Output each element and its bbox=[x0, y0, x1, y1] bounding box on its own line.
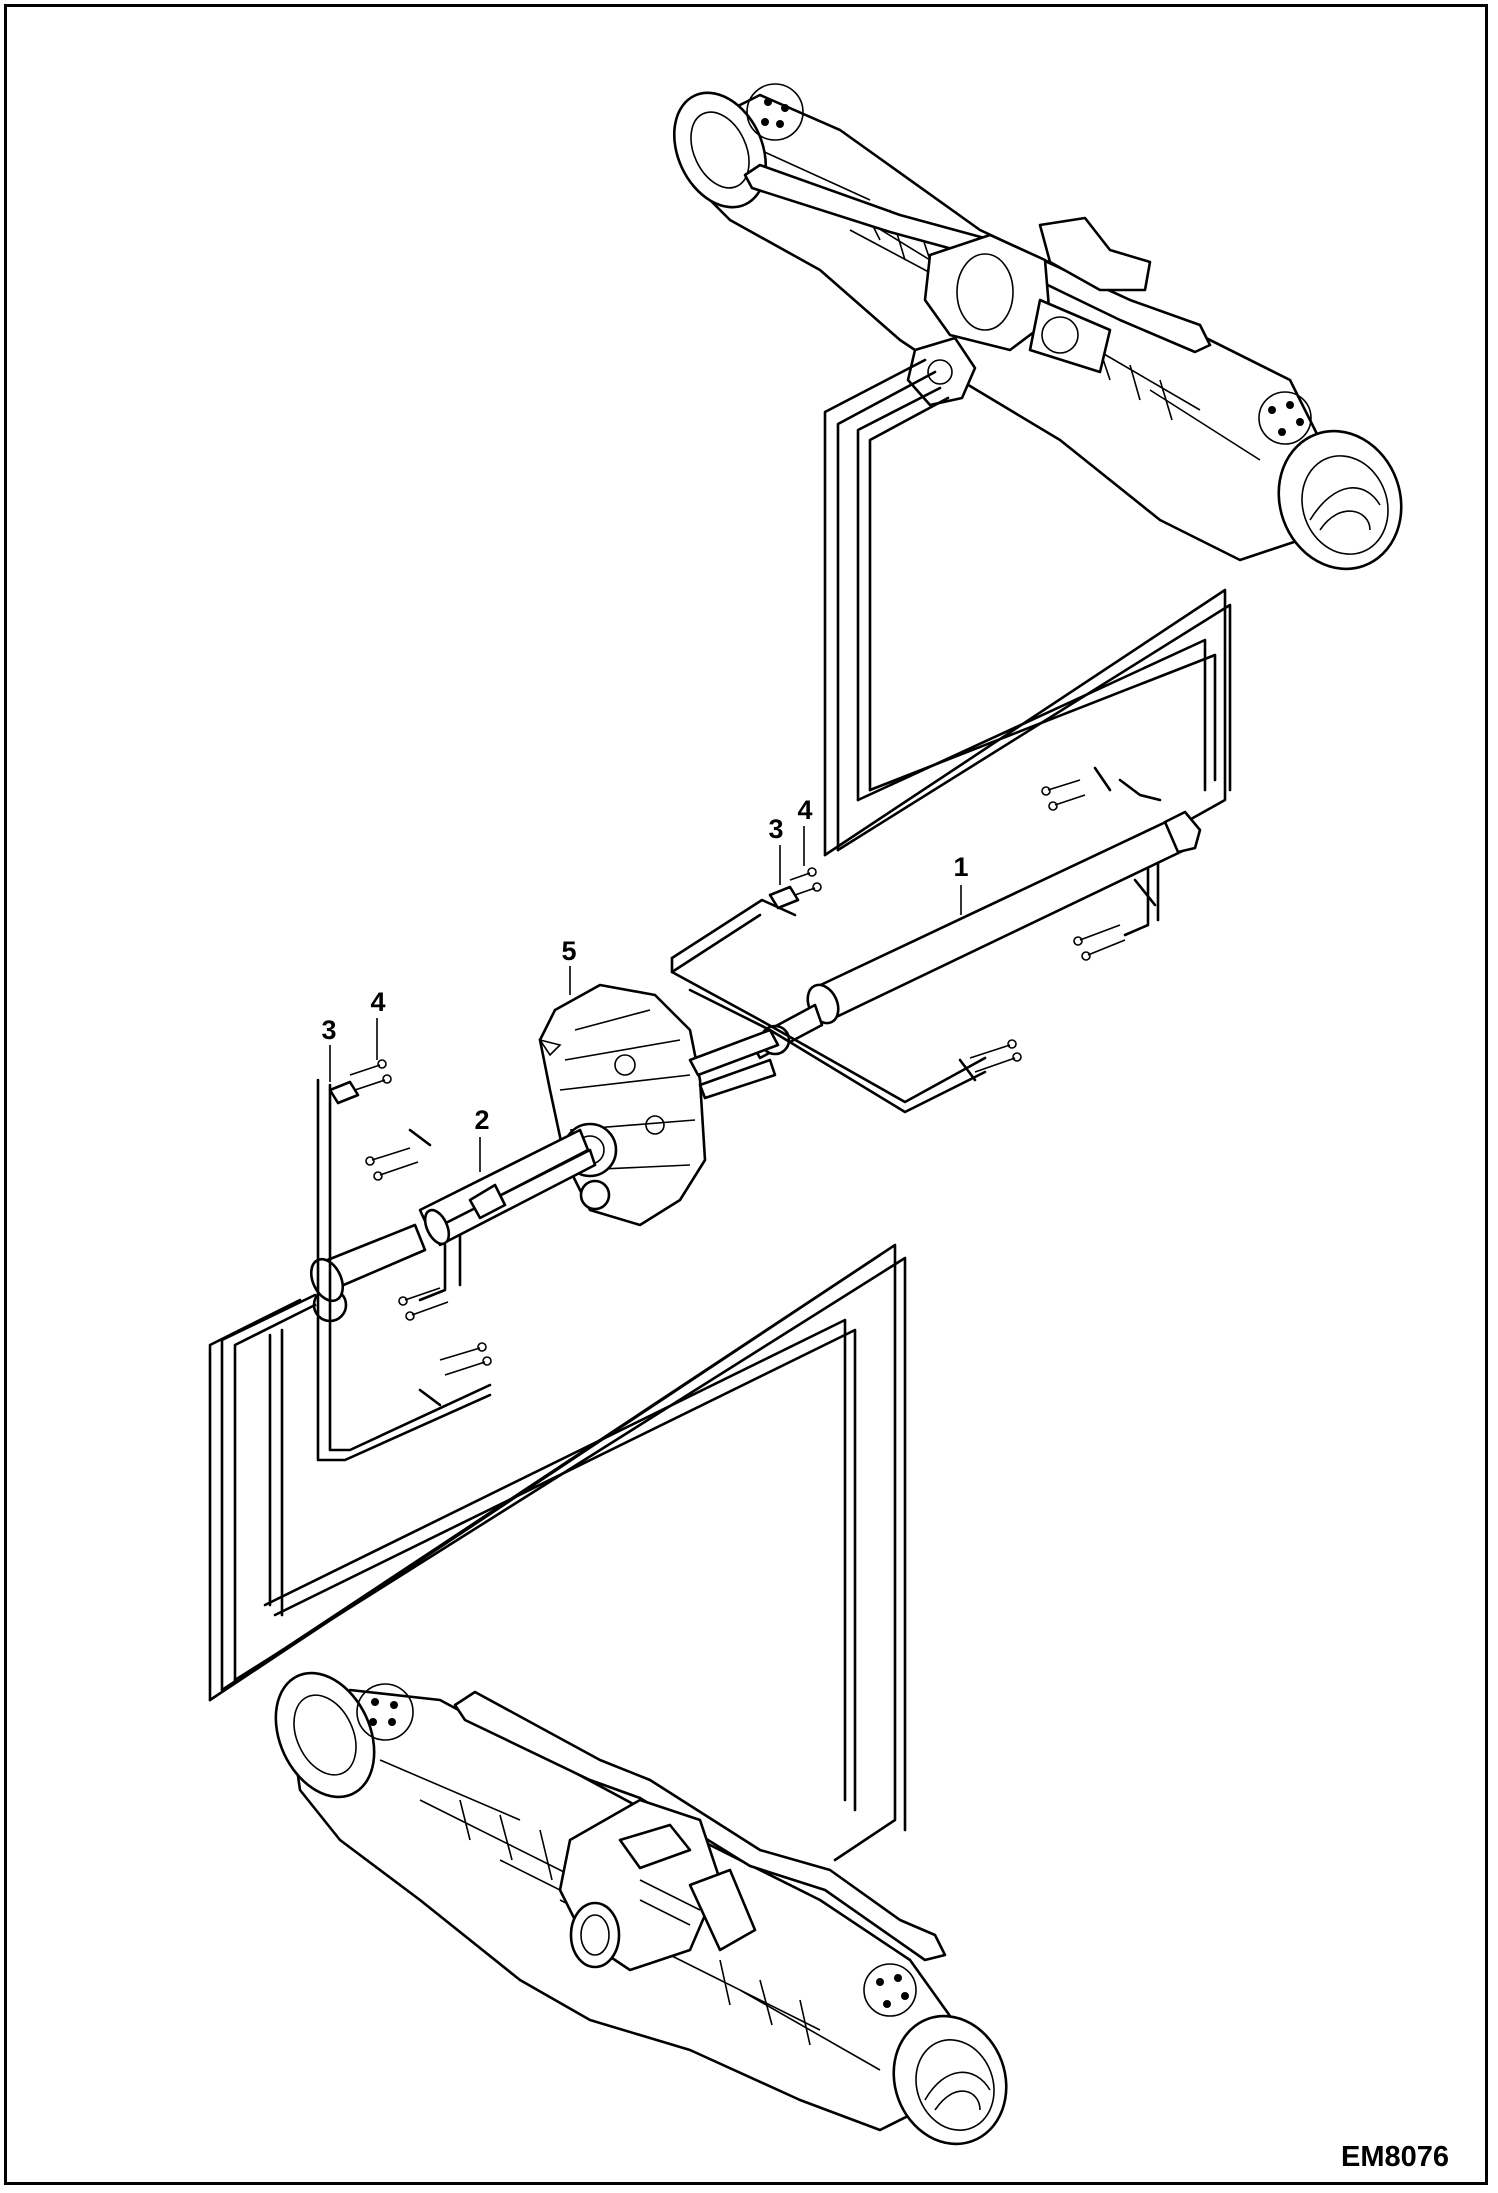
callout-4-upper: 4 bbox=[797, 795, 812, 825]
diagram-frame bbox=[4, 4, 1488, 2185]
callout-4-lower: 4 bbox=[370, 987, 385, 1017]
clamp-3-bolt-4-upper bbox=[768, 867, 822, 910]
steering-cylinder-2 bbox=[309, 1128, 597, 1323]
steering-pump-5 bbox=[538, 983, 780, 1227]
callout-1: 1 bbox=[953, 852, 968, 882]
steering-cylinder-1 bbox=[748, 810, 1202, 1060]
lower-hose-lines bbox=[208, 1078, 907, 1862]
front-axle bbox=[274, 1671, 1008, 2146]
rear-axle bbox=[672, 83, 1403, 571]
clamp-3-bolt-4-lower bbox=[328, 1059, 492, 1407]
callout-leaders bbox=[329, 826, 962, 1172]
callout-2: 2 bbox=[474, 1105, 489, 1135]
clamp-hardware-upper-right bbox=[1041, 766, 1162, 961]
center-hoses-front bbox=[670, 898, 1022, 1114]
callout-3-lower: 3 bbox=[321, 1015, 336, 1045]
figure-code: EM8076 bbox=[1341, 2141, 1449, 2173]
callout-3-upper: 3 bbox=[768, 814, 783, 844]
upper-hose-lines bbox=[823, 358, 1232, 857]
callout-5: 5 bbox=[561, 936, 576, 966]
